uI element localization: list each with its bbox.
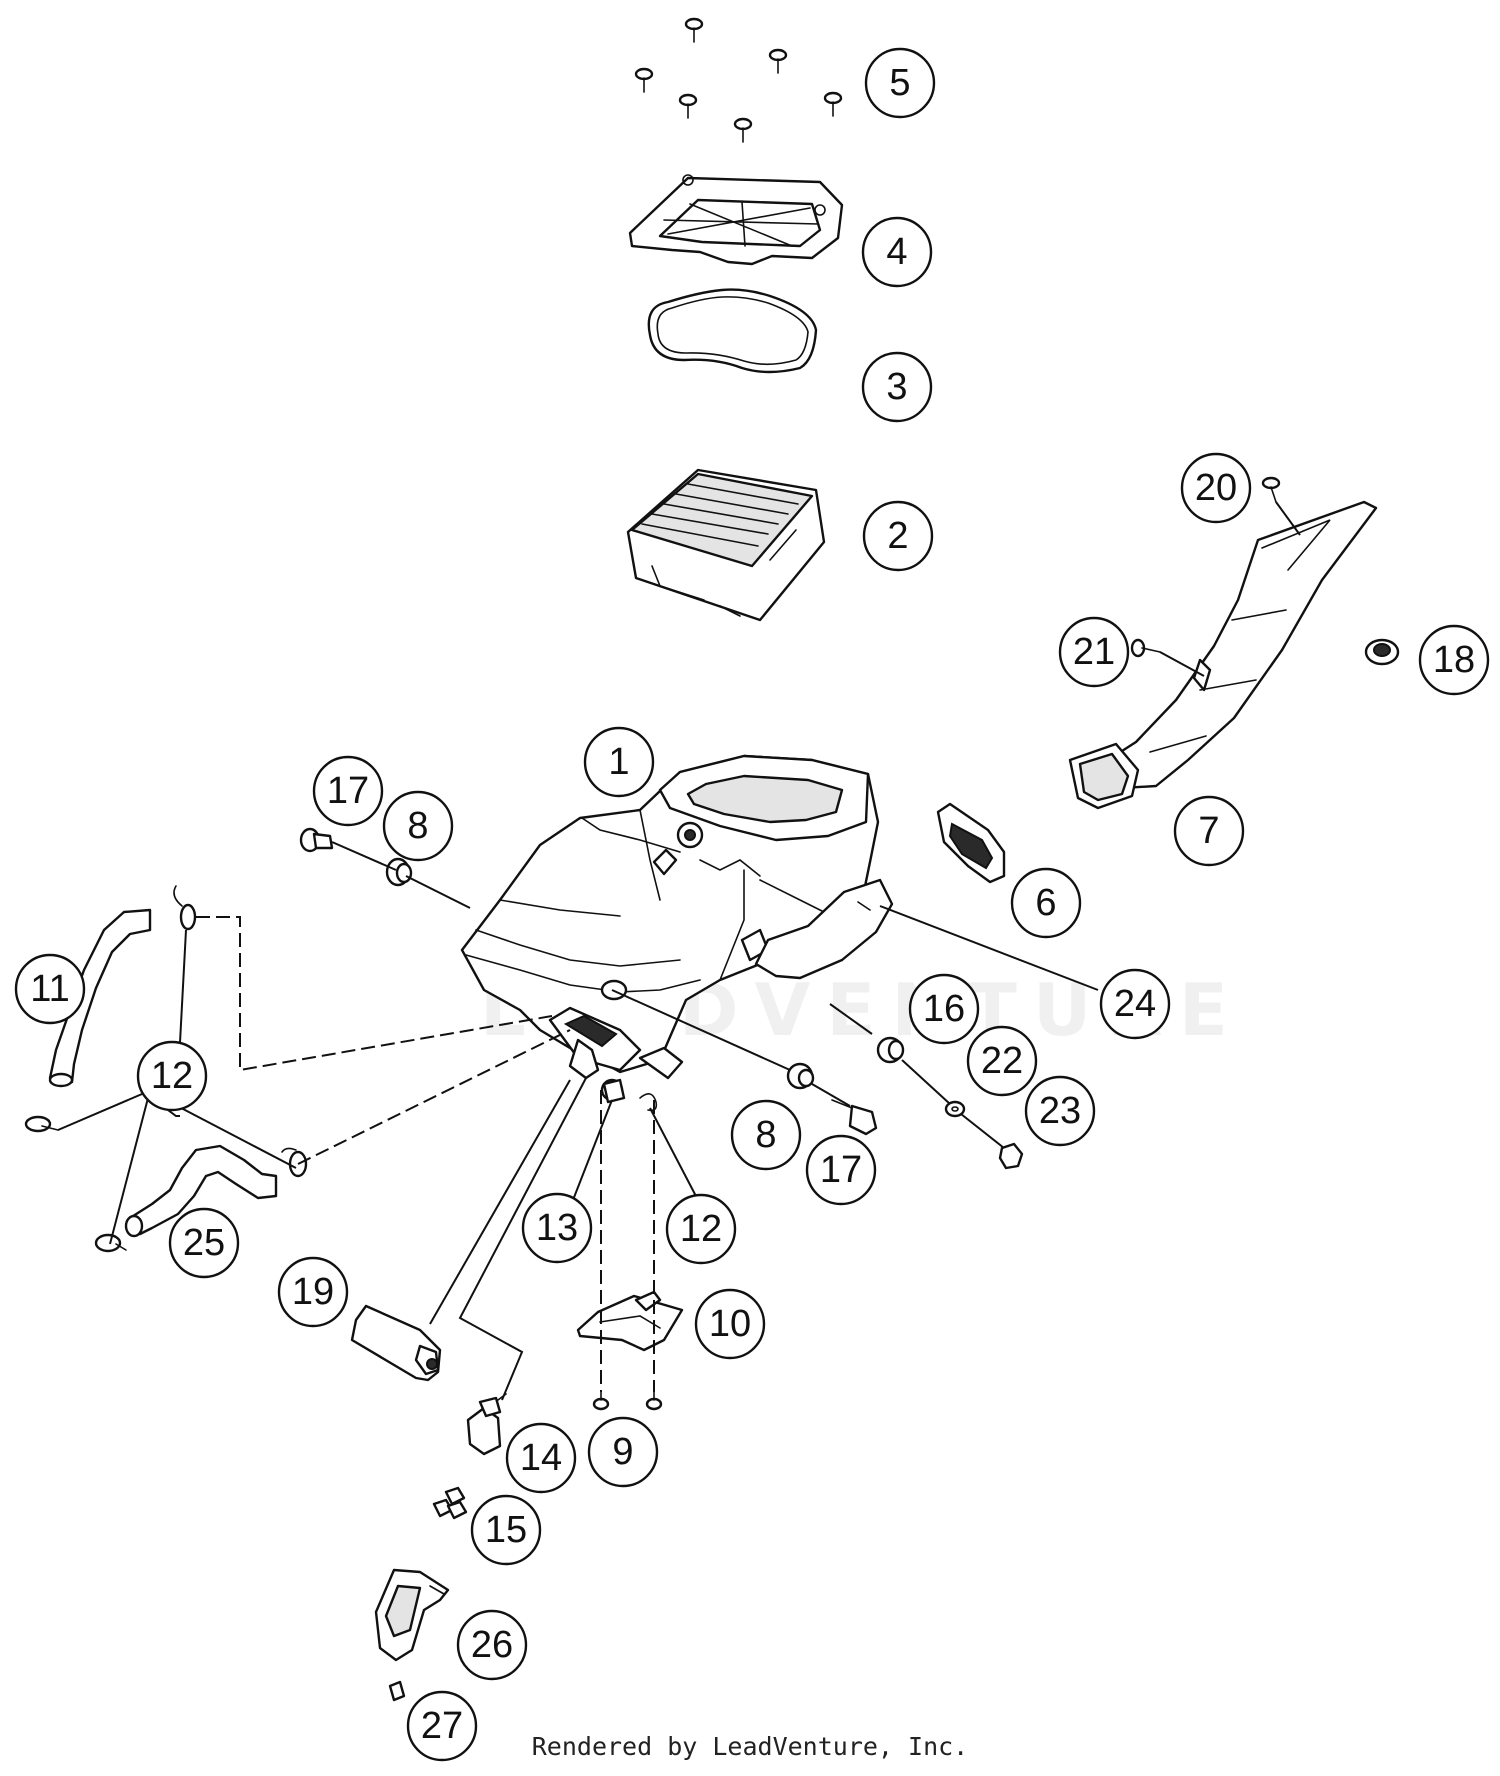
- grommet-part-8-lower: [786, 1062, 815, 1090]
- callout-25: 25: [168, 1207, 240, 1279]
- clamp-part-12-left: [24, 1115, 59, 1133]
- washer-part-22: [944, 1100, 966, 1118]
- callout-3: 3: [861, 351, 933, 423]
- callout-27: 27: [406, 1690, 478, 1762]
- lower-cover-part-24: [754, 878, 894, 980]
- sensor-part-14: [466, 1393, 507, 1456]
- svg-text:27: 27: [421, 1705, 463, 1747]
- svg-text:18: 18: [1433, 639, 1475, 681]
- callout-17-lower: 17: [805, 1134, 877, 1206]
- nut-part-23: [998, 1142, 1024, 1170]
- callout-11: 11: [14, 953, 86, 1025]
- svg-text:15: 15: [485, 1509, 527, 1551]
- air-filter-part-2: [626, 468, 826, 622]
- callout-5: 5: [864, 47, 936, 119]
- clip-part-26: [374, 1568, 450, 1662]
- svg-text:4: 4: [886, 231, 907, 273]
- callout-12-right: 12: [665, 1193, 737, 1265]
- svg-text:23: 23: [1039, 1090, 1081, 1132]
- callout-17-upper: 17: [312, 755, 384, 827]
- grommet-part-16: [876, 1036, 905, 1064]
- callout-16: 16: [908, 973, 980, 1045]
- svg-text:17: 17: [327, 770, 369, 812]
- callout-4: 4: [861, 216, 933, 288]
- svg-text:24: 24: [1114, 983, 1156, 1025]
- svg-text:26: 26: [471, 1624, 513, 1666]
- screw-part-15: [432, 1486, 468, 1520]
- clamp-part-12-box: [639, 1093, 658, 1112]
- svg-text:8: 8: [755, 1114, 776, 1156]
- shield-part-10: [576, 1290, 684, 1352]
- bolt-part-17-lower: [831, 1099, 878, 1136]
- svg-text:7: 7: [1198, 810, 1219, 852]
- callout-2: 2: [862, 500, 934, 572]
- svg-text:19: 19: [292, 1271, 334, 1313]
- callout-21: 21: [1058, 616, 1130, 688]
- grommet-part-8-upper: [385, 857, 413, 887]
- svg-text:8: 8: [407, 805, 428, 847]
- callout-8-lower: 8: [730, 1099, 802, 1171]
- screw-part-9: [592, 1391, 663, 1411]
- svg-text:6: 6: [1035, 882, 1056, 924]
- callout-9: 9: [587, 1416, 659, 1488]
- screw-part-21: [1130, 638, 1161, 658]
- clamp-part-12-bottom: [94, 1233, 127, 1253]
- gasket-part-3: [647, 288, 818, 374]
- hose-part-25: [124, 1144, 278, 1238]
- callout-20: 20: [1180, 452, 1252, 524]
- callout-22: 22: [966, 1025, 1038, 1097]
- svg-text:11: 11: [30, 968, 69, 1010]
- svg-text:12: 12: [151, 1055, 193, 1097]
- svg-text:13: 13: [536, 1207, 578, 1249]
- plug-part-13: [600, 1078, 626, 1104]
- callout-18: 18: [1418, 624, 1490, 696]
- callout-23: 23: [1024, 1075, 1096, 1147]
- svg-text:1: 1: [608, 741, 629, 783]
- callout-6: 6: [1010, 867, 1082, 939]
- screw-part-20: [1261, 476, 1281, 503]
- bracket-part-19: [350, 1304, 442, 1382]
- duct-seal-part-6: [936, 802, 1006, 884]
- svg-text:25: 25: [183, 1222, 225, 1264]
- svg-text:21: 21: [1073, 631, 1115, 673]
- filter-cover-part-4: [628, 174, 844, 266]
- callout-14: 14: [505, 1422, 577, 1494]
- callout-1: 1: [583, 726, 655, 798]
- svg-text:14: 14: [520, 1437, 562, 1479]
- callout-15: 15: [470, 1494, 542, 1566]
- intake-duct-part-7: [1068, 500, 1378, 810]
- svg-text:2: 2: [887, 515, 908, 557]
- svg-text:17: 17: [820, 1149, 862, 1191]
- render-credit: Rendered by LeadVenture, Inc.: [531, 1732, 969, 1761]
- callout-8-upper: 8: [382, 790, 454, 862]
- bolt-part-17-upper: [299, 827, 334, 853]
- clamp-part-12-top: [173, 885, 197, 931]
- callout-13: 13: [521, 1192, 593, 1264]
- screw-part-27: [388, 1680, 406, 1702]
- svg-text:5: 5: [889, 62, 910, 104]
- leader-lines: [57, 501, 1301, 1401]
- callout-26: 26: [456, 1609, 528, 1681]
- svg-text:12: 12: [680, 1208, 722, 1250]
- callout-19: 19: [277, 1256, 349, 1328]
- svg-text:22: 22: [981, 1040, 1023, 1082]
- svg-text:9: 9: [612, 1431, 633, 1473]
- svg-text:3: 3: [886, 366, 907, 408]
- callout-12-left: 12: [136, 1040, 208, 1112]
- screw-set-part-5: [634, 17, 843, 143]
- dashed-assembly-lines: [196, 916, 655, 1392]
- callout-7: 7: [1173, 795, 1245, 867]
- callout-24: 24: [1099, 968, 1171, 1040]
- callout-10: 10: [694, 1288, 766, 1360]
- grommet-part-18: [1364, 638, 1400, 666]
- svg-text:20: 20: [1195, 467, 1237, 509]
- airbox-part-1: [460, 754, 880, 1080]
- svg-text:16: 16: [923, 988, 965, 1030]
- svg-text:10: 10: [709, 1303, 751, 1345]
